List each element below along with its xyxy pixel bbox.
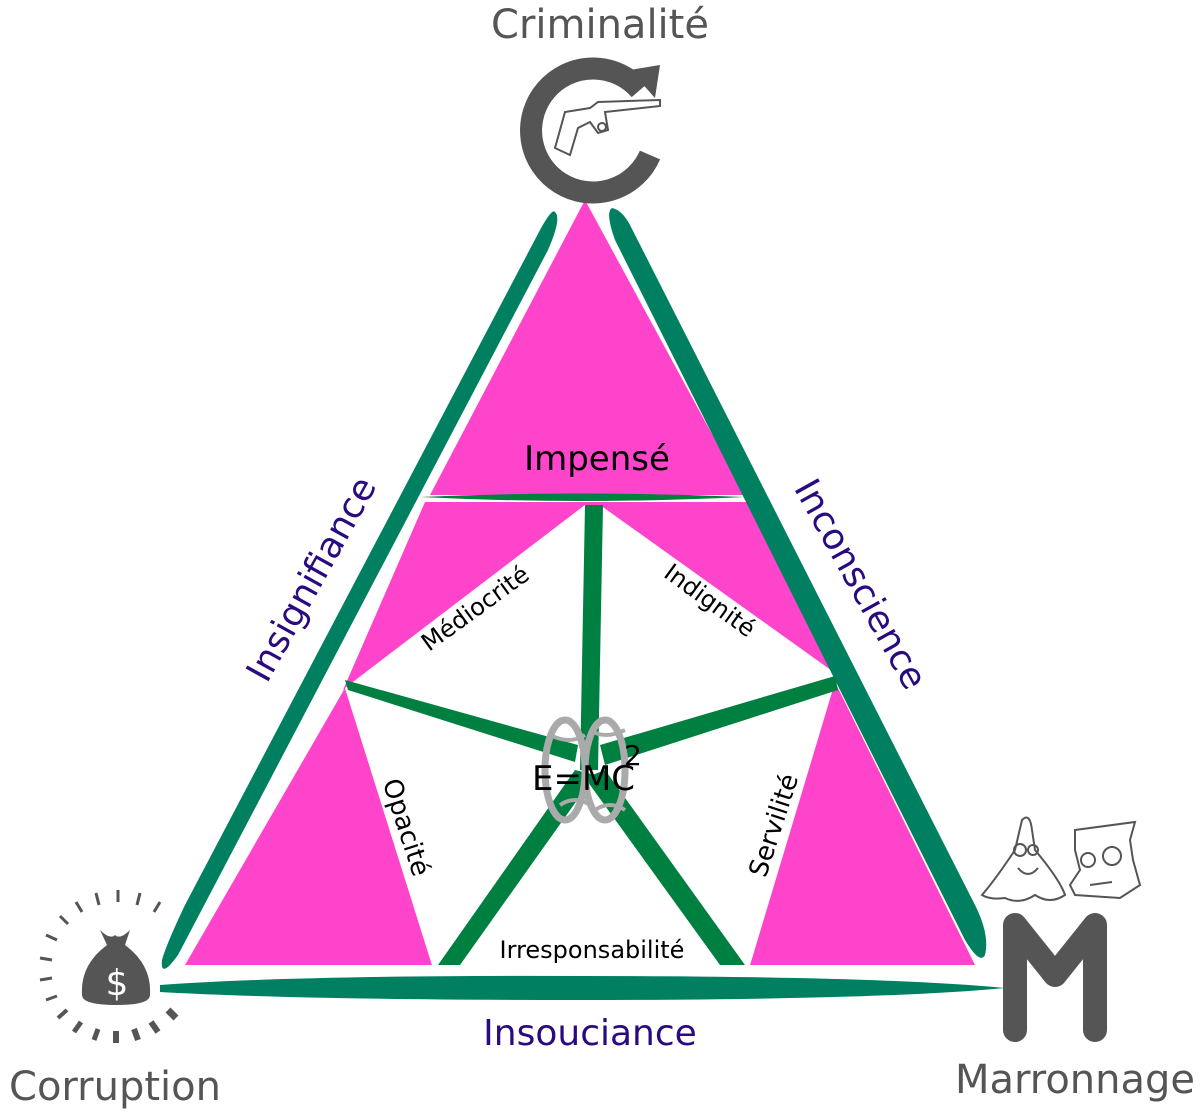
money-bag-icon: $	[39, 890, 179, 1043]
bottom-frame-bar	[160, 975, 1005, 1000]
center-exponent: 2	[624, 739, 642, 772]
mid-frame-bar	[420, 493, 745, 501]
right-frame-bar	[609, 208, 987, 958]
top-magenta-triangle	[430, 200, 745, 495]
left-magenta-triangle	[185, 688, 432, 965]
star-arm-bottom-right	[585, 770, 745, 965]
criminalite-label: Criminalité	[491, 2, 709, 48]
star-arm-left	[345, 680, 578, 762]
star-arm-top	[580, 505, 603, 770]
svg-text:$: $	[106, 963, 129, 1004]
star-arm-right	[600, 676, 838, 765]
center-formula: E=MC	[532, 759, 635, 799]
marronnage-label: Marronnage	[955, 1057, 1195, 1103]
irresponsabilite-label: Irresponsabilité	[500, 936, 685, 964]
right-magenta-triangle	[750, 682, 975, 965]
m-characters-icon	[980, 816, 1142, 1042]
left-frame-bar	[161, 211, 558, 969]
insouciance-label: Insouciance	[483, 1013, 697, 1054]
galaxy-icon	[541, 716, 629, 824]
revolver-cycle-icon	[520, 57, 661, 204]
upper-magenta-band	[343, 502, 842, 690]
impense-label: Impensé	[524, 439, 670, 479]
corruption-label: Corruption	[9, 1064, 221, 1110]
